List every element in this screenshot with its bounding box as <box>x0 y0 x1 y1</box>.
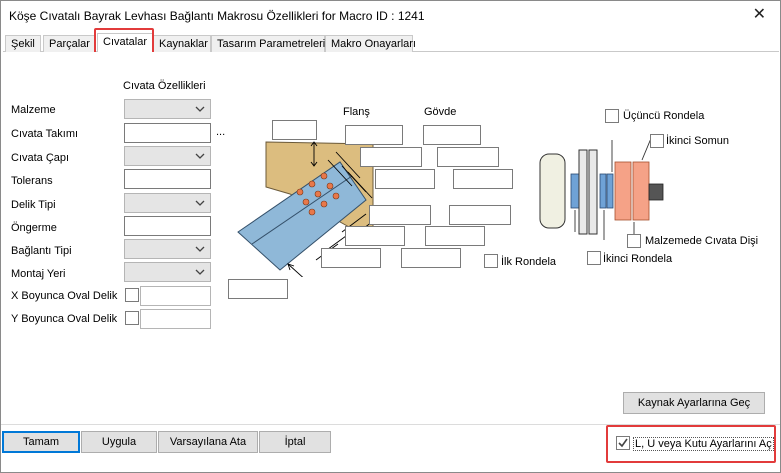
tab-tasarim-parametreleri[interactable]: Tasarım Parametreleri <box>211 35 325 52</box>
tolerance-input[interactable] <box>124 169 211 189</box>
y-slot-input[interactable] <box>140 309 211 329</box>
cancel-button[interactable]: İptal <box>259 431 331 453</box>
tab-label: Kaynaklar <box>159 38 208 50</box>
second-nut-shape <box>632 161 650 221</box>
chevron-down-icon <box>195 269 205 275</box>
highlight-footer-checkbox <box>606 425 776 463</box>
flange-label: Flanş <box>343 106 370 118</box>
dim-input-2[interactable] <box>228 279 288 299</box>
title-bar: Köşe Cıvatalı Bayrak Levhası Bağlantı Ma… <box>1 1 780 32</box>
chevron-down-icon <box>195 153 205 159</box>
web-input-3[interactable] <box>453 169 513 189</box>
bolt-set-browse[interactable]: ... <box>216 126 226 138</box>
open-luk-settings-checkbox[interactable] <box>616 436 630 450</box>
window-title: Köşe Cıvatalı Bayrak Levhası Bağlantı Ma… <box>9 9 425 23</box>
first-nut-shape <box>614 161 632 221</box>
web-input-2[interactable] <box>437 147 499 167</box>
bolt-set-input[interactable] <box>124 123 211 143</box>
bolt-thread-end <box>648 183 664 201</box>
first-washer-label: İlk Rondela <box>501 256 557 268</box>
flange-input-6[interactable] <box>321 248 381 268</box>
tab-label: Tasarım Parametreleri <box>217 38 326 50</box>
open-luk-settings-label: L, U veya Kutu Ayarlarını Aç <box>633 437 774 451</box>
checkmark-icon <box>618 438 628 448</box>
tab-parcalar[interactable]: Parçalar <box>43 35 95 52</box>
chevron-down-icon <box>195 246 205 252</box>
web-input-5[interactable] <box>425 226 485 246</box>
apply-button[interactable]: Uygula <box>81 431 157 453</box>
y-slot-label: Y Boyunca Oval Delik <box>11 313 118 325</box>
bolt-head <box>539 153 566 229</box>
tab-makro-onayarlari[interactable]: Makro Onayarları <box>325 35 416 52</box>
web-input-6[interactable] <box>401 248 461 268</box>
second-nut-checkbox[interactable] <box>650 134 664 148</box>
bolt-properties-header: Cıvata Özellikleri <box>123 80 206 92</box>
bolt-diameter-label: Cıvata Çapı <box>11 152 70 164</box>
close-icon[interactable]: ✕ <box>752 6 766 23</box>
web-input-4[interactable] <box>449 205 511 225</box>
bolt-set-label: Cıvata Takımı <box>11 128 79 140</box>
material-label: Malzeme <box>11 104 56 116</box>
tab-sekil[interactable]: Şekil <box>5 35 41 52</box>
bolt-pattern-diagram <box>237 141 374 277</box>
x-slot-label: X Boyunca Oval Delik <box>11 290 118 302</box>
x-slot-input[interactable] <box>140 286 211 306</box>
pretension-input[interactable] <box>124 216 211 236</box>
connection-type-dropdown[interactable] <box>124 239 211 259</box>
third-washer-checkbox[interactable] <box>605 109 619 123</box>
x-slot-checkbox[interactable] <box>125 288 139 302</box>
bolt-assembly-diagram <box>539 140 664 240</box>
tab-label: Parçalar <box>49 38 90 50</box>
bolt-holes <box>296 172 340 216</box>
plate-1 <box>578 149 588 235</box>
flange-input-4[interactable] <box>369 205 431 225</box>
chevron-down-icon <box>195 106 205 112</box>
pretension-label: Öngerme <box>11 222 57 234</box>
third-washer-shape <box>606 173 614 209</box>
second-washer-label: İkinci Rondela <box>603 253 673 265</box>
second-nut-label: İkinci Somun <box>666 135 729 147</box>
bolt-diameter-dropdown[interactable] <box>124 146 211 166</box>
tab-label: Makro Onayarları <box>331 38 416 50</box>
set-default-button[interactable]: Varsayılana Ata <box>158 431 258 453</box>
tab-kaynaklar[interactable]: Kaynaklar <box>153 35 211 52</box>
footer-separator <box>1 424 780 425</box>
assembly-location-dropdown[interactable] <box>124 262 211 282</box>
second-washer-checkbox[interactable] <box>587 251 601 265</box>
plate-2 <box>588 149 598 235</box>
material-dropdown[interactable] <box>124 99 211 119</box>
web-label: Gövde <box>424 106 457 118</box>
thread-in-material-label: Malzemede Cıvata Dişi <box>645 235 759 247</box>
tolerance-label: Tolerans <box>11 175 53 187</box>
web-input-1[interactable] <box>423 125 481 145</box>
weld-settings-button[interactable]: Kaynak Ayarlarına Geç <box>623 392 765 414</box>
ok-button[interactable]: Tamam <box>2 431 80 453</box>
third-washer-label: Üçüncü Rondela <box>623 110 705 122</box>
tab-label: Şekil <box>11 38 35 50</box>
tab-label: Cıvatalar <box>103 36 148 48</box>
hole-type-label: Delik Tipi <box>11 199 56 211</box>
second-washer-shape <box>599 173 607 209</box>
tab-strip: Şekil Parçalar Cıvatalar Kaynaklar Tasar… <box>3 33 779 53</box>
tab-content-civatalar: Cıvata Özellikleri Malzeme Cıvata Takımı… <box>3 52 779 424</box>
angled-beam <box>237 161 367 271</box>
hole-type-dropdown[interactable] <box>124 193 211 213</box>
dim-input-1[interactable] <box>272 120 317 140</box>
leader-lines <box>574 140 651 240</box>
y-slot-checkbox[interactable] <box>125 311 139 325</box>
flange-input-3[interactable] <box>375 169 435 189</box>
first-washer-checkbox[interactable] <box>484 254 498 268</box>
flange-input-5[interactable] <box>345 226 405 246</box>
connection-type-label: Bağlantı Tipi <box>11 245 72 257</box>
flange-input-1[interactable] <box>345 125 403 145</box>
first-washer-shape <box>570 173 580 209</box>
flange-input-2[interactable] <box>360 147 422 167</box>
chevron-down-icon <box>195 200 205 206</box>
thread-in-material-checkbox[interactable] <box>627 234 641 248</box>
assembly-location-label: Montaj Yeri <box>11 268 66 280</box>
